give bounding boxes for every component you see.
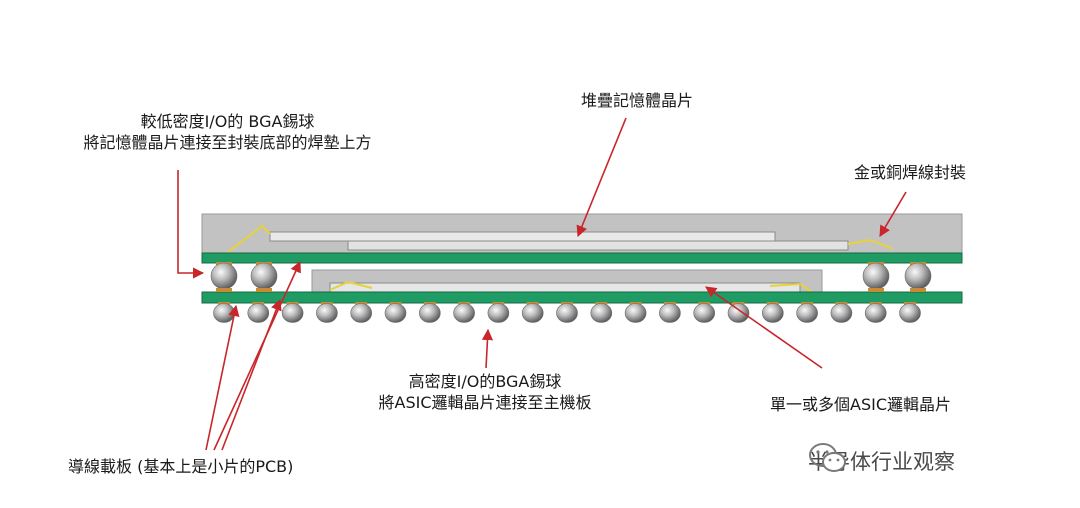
- label-low-density-bga-line1: 較低密度I/O的 BGA錫球: [140, 112, 315, 131]
- bga-ball: [727, 303, 750, 323]
- solder-ball: [904, 262, 932, 290]
- bga-ball: [247, 303, 270, 323]
- bga-ball: [796, 303, 818, 323]
- bga-ball: [590, 303, 613, 323]
- label-low-density-bga: 較低密度I/O的 BGA錫球 將記憶體晶片連接至封裝底部的焊墊上方: [45, 111, 410, 153]
- bga-ball: [659, 303, 681, 323]
- bga-ball: [624, 303, 647, 323]
- bga-ball: [453, 303, 475, 323]
- wire-bond-asic-right: [769, 282, 813, 293]
- bga-ball: [213, 303, 235, 323]
- arrow-high-density-bga: [481, 328, 494, 369]
- label-wire-bond: 金或銅焊線封裝: [854, 163, 967, 182]
- bga-ball: [864, 303, 887, 323]
- solder-pad: [256, 288, 272, 292]
- bga-ball: [830, 303, 853, 323]
- label-high-density-bga-line2: 將ASIC邏輯晶片連接至主機板: [378, 393, 592, 412]
- bga-ball: [316, 303, 338, 323]
- bga-ball: [487, 303, 510, 323]
- memory-die-lower: [347, 240, 849, 251]
- solder-ball: [250, 262, 278, 290]
- arrow-substrate-2: [213, 260, 301, 451]
- arrow-stacked-memory: [576, 117, 627, 238]
- label-low-density-bga-line2: 將記憶體晶片連接至封裝底部的焊墊上方: [83, 133, 372, 152]
- bga-ball: [556, 303, 578, 323]
- label-asic-chip: 單一或多個ASIC邏輯晶片: [770, 395, 951, 414]
- wire-bond-top-right: [847, 238, 894, 250]
- wire-bond-top-left: [227, 224, 271, 253]
- solder-ball: [210, 262, 238, 290]
- solder-pad: [868, 288, 884, 292]
- arrow-wire-bond: [879, 191, 907, 237]
- bga-ball: [761, 303, 784, 323]
- arrow-substrate-1: [205, 304, 240, 451]
- label-high-density-bga-line1: 高密度I/O的BGA錫球: [408, 372, 562, 391]
- bga-ball: [281, 303, 304, 323]
- solder-pad: [216, 288, 232, 292]
- label-substrate: 導線載板 (基本上是小片的PCB): [68, 457, 294, 476]
- arrow-low-density-bga: [177, 170, 205, 279]
- bga-ball: [350, 303, 373, 323]
- arrow-asic-chip: [705, 286, 823, 369]
- top-substrate: [201, 252, 963, 264]
- wire-bond-asic-left: [329, 280, 373, 291]
- label-high-density-bga: 高密度I/O的BGA錫球 將ASIC邏輯晶片連接至主機板: [340, 371, 630, 413]
- arrow-substrate-3: [221, 298, 282, 451]
- bga-ball: [418, 303, 441, 323]
- solder-pad: [910, 288, 926, 292]
- bga-ball: [384, 303, 407, 323]
- asic-die: [329, 282, 801, 293]
- bga-ball: [693, 303, 716, 323]
- watermark: 半导体行业观察: [808, 441, 955, 481]
- memory-die-upper: [269, 231, 776, 242]
- wechat-icon: [809, 443, 846, 472]
- bga-solder-balls: [213, 303, 921, 323]
- label-stacked-memory: 堆疊記憶體晶片: [581, 91, 694, 110]
- bga-ball: [521, 303, 544, 323]
- bottom-substrate: [201, 291, 963, 304]
- bga-ball: [899, 303, 921, 323]
- pop-solder-balls: [210, 262, 932, 290]
- solder-ball: [862, 262, 890, 290]
